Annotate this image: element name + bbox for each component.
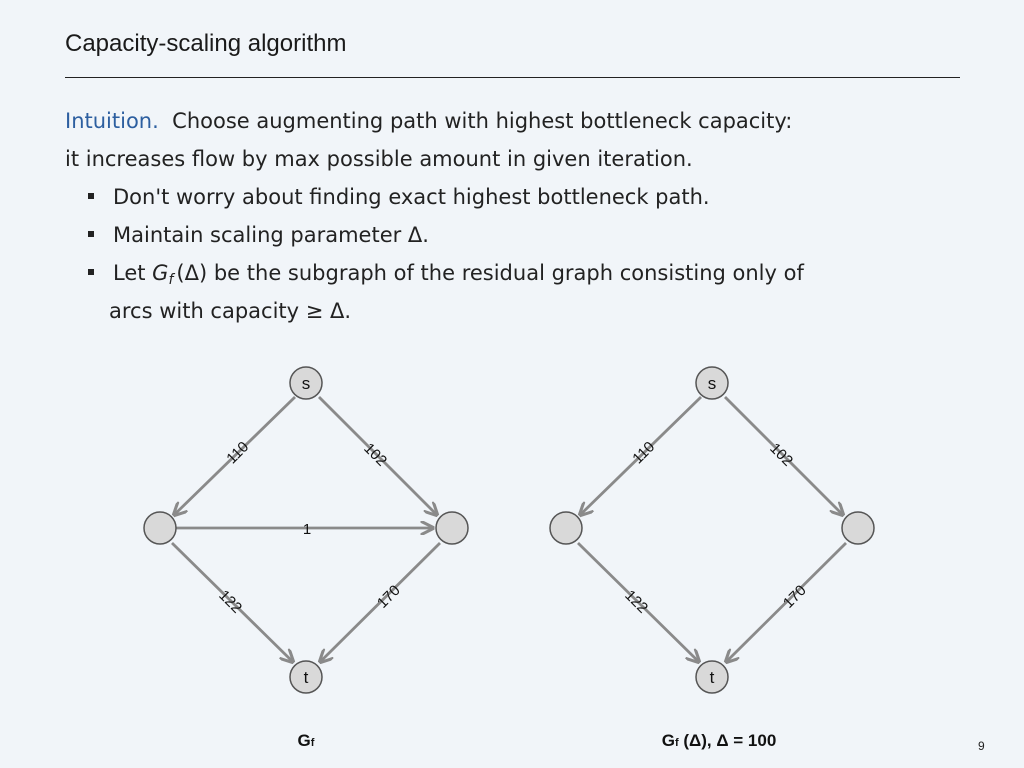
node-s — [289, 366, 323, 400]
subgraph-symbol-g: G — [152, 261, 169, 285]
node-s — [695, 366, 729, 400]
intuition-line-2: it increases flow by max possible amount… — [65, 147, 693, 171]
subgraph-delta: (Δ) — [176, 261, 208, 285]
edge-right-t — [726, 542, 847, 662]
slide-body: Intuition. Choose augmenting path with h… — [65, 102, 945, 330]
edge-s-left — [174, 395, 296, 515]
capacity-label: 170 — [780, 582, 810, 612]
node-left — [549, 511, 583, 545]
subgraph-symbol-f: f — [168, 272, 174, 288]
node-s-label: s — [302, 374, 311, 393]
bullet-text: Maintain scaling parameter Δ. — [113, 223, 429, 247]
page-number: 9 — [978, 739, 985, 753]
edge-s-left — [580, 395, 702, 515]
caption-f: f — [675, 737, 679, 749]
bullet-item-2: Maintain scaling parameter Δ. — [65, 216, 945, 254]
left-graph-caption: Gf — [298, 731, 315, 750]
intuition-label: Intuition. — [65, 109, 159, 133]
node-s-label: s — [708, 374, 717, 393]
capacity-label: 1 — [303, 521, 311, 538]
node-t — [289, 660, 323, 694]
bullet-item-3-continuation: arcs with capacity ≥ Δ. — [109, 299, 352, 323]
bullet-marker — [88, 231, 94, 237]
caption-f: f — [311, 737, 315, 749]
bullet-prefix: Let — [113, 261, 146, 285]
node-t-label: t — [710, 668, 715, 687]
node-left — [143, 511, 177, 545]
intuition-text: Choose augmenting path with highest bott… — [172, 109, 793, 133]
capacity-label: 170 — [374, 582, 404, 612]
intuition-line: Intuition. Choose augmenting path with h… — [65, 102, 945, 140]
node-t-label: t — [304, 668, 309, 687]
caption-g: G — [298, 731, 311, 750]
left-graph: s t 110 102 1 122 170 Gf — [143, 366, 469, 750]
node-right — [435, 511, 469, 545]
bullet-item-3: Let Gf(Δ) be the subgraph of the residua… — [65, 254, 945, 292]
bullet-item-1: Don't worry about finding exact highest … — [65, 178, 945, 216]
slide-title: Capacity-scaling algorithm — [65, 30, 347, 57]
edge-s-right — [318, 396, 437, 515]
right-graph-caption: Gf (Δ), Δ = 100 — [662, 731, 777, 750]
right-graph: s t 110 102 122 170 Gf (Δ), Δ = 100 — [549, 366, 875, 750]
bullet-text: be the subgraph of the residual graph co… — [213, 261, 804, 285]
bullet-marker — [88, 269, 94, 275]
title-divider — [65, 77, 960, 78]
bullet-text: Don't worry about finding exact highest … — [113, 185, 710, 209]
edge-left-t — [171, 542, 293, 662]
node-t — [695, 660, 729, 694]
node-right — [841, 511, 875, 545]
bullet-marker — [88, 193, 94, 199]
caption-delta: (Δ), Δ = 100 — [679, 731, 777, 750]
edge-right-t — [320, 542, 441, 662]
caption-g: G — [662, 731, 675, 750]
edge-s-right — [724, 396, 843, 515]
edge-left-t — [577, 542, 699, 662]
